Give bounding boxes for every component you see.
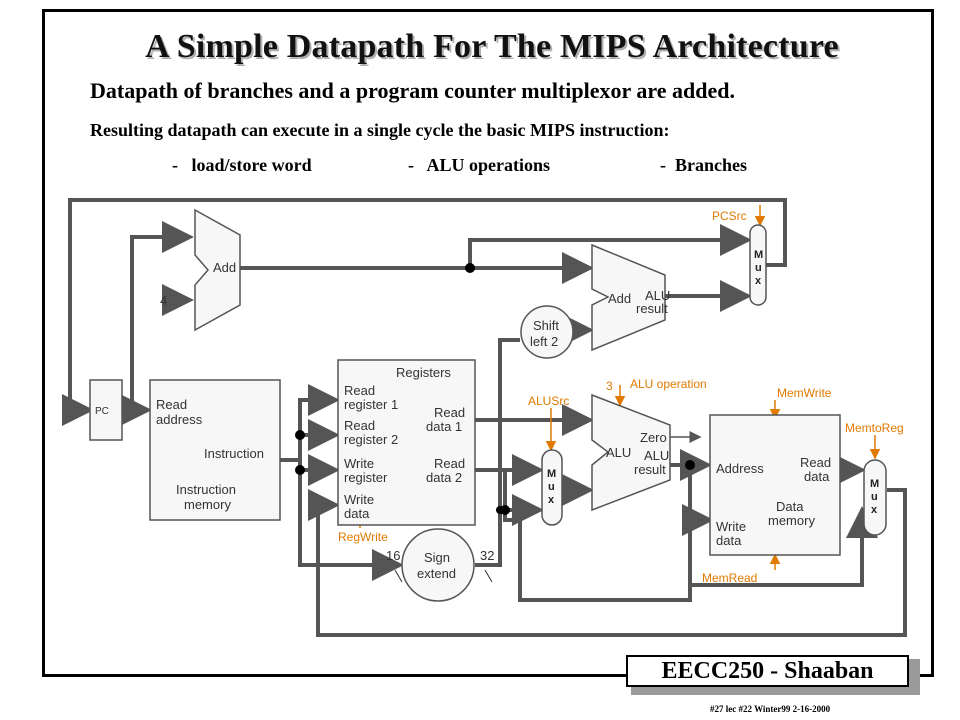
registers-title: Registers: [396, 365, 451, 380]
dm-address: Address: [716, 461, 764, 476]
read-register-2: Read register 2: [344, 418, 398, 447]
branch-adder-result: ALU result: [636, 288, 674, 316]
pc-mux-label: M u x: [754, 249, 766, 287]
alu-label: ALU: [606, 445, 631, 460]
im-instruction: Instruction: [204, 446, 264, 461]
shift-left-2: [520, 305, 574, 359]
alusrc-mux-label: M u x: [547, 468, 559, 506]
bus-width-32: 32: [480, 548, 494, 563]
memtoreg-mux: [863, 459, 887, 536]
pc-adder: [194, 208, 241, 332]
read-register-1: Read register 1: [344, 383, 398, 412]
sign-extend: [401, 528, 475, 602]
ctl-alusrc: ALUSrc: [528, 394, 569, 408]
read-data-2: Read data 2: [426, 456, 469, 485]
slide-footer: #27 lec #22 Winter99 2-16-2000: [710, 704, 831, 714]
ctl-regwrite: RegWrite: [338, 530, 388, 544]
ctl-memwrite: MemWrite: [777, 386, 832, 400]
dm-read-data: Read data: [800, 455, 835, 484]
instruction-memory: [149, 379, 281, 521]
read-data-1: Read data 1: [426, 405, 469, 434]
instruction-branches: - Branches: [660, 155, 747, 175]
ctl-alu-op-width: 3: [606, 379, 613, 393]
ctl-memtoreg: MemtoReg: [845, 421, 904, 435]
bus-width-16: 16: [386, 548, 400, 563]
dm-write-data: Write data: [716, 519, 750, 548]
ctl-pcsrc: PCSrc: [712, 209, 747, 223]
slide-frame: [42, 9, 934, 677]
memtoreg-mux-label: M u x: [870, 478, 882, 516]
sign-extend-label: Sign extend: [417, 550, 456, 581]
alu-zero: Zero: [640, 430, 667, 445]
im-read-address: Read address: [156, 397, 203, 427]
dm-title: Data memory: [768, 499, 815, 528]
pc-mux: [749, 224, 767, 306]
write-register: Write register: [344, 456, 388, 485]
instruction-alu: - ALU operations: [408, 155, 551, 175]
alu: [591, 393, 671, 512]
data-memory: [709, 414, 841, 556]
register-file: [337, 359, 476, 526]
branch-adder-add: Add: [608, 291, 631, 306]
im-title: Instruction memory: [176, 482, 240, 512]
shift-left-label: Shift left 2: [530, 318, 563, 349]
slide-description: Resulting datapath can execute in a sing…: [90, 120, 670, 140]
constant-four: 4: [160, 293, 167, 308]
slide-subtitle: Datapath of branches and a program count…: [90, 78, 735, 103]
pc-adder-label: Add: [213, 260, 236, 275]
write-data-reg: Write data: [344, 492, 378, 521]
alusrc-mux: [541, 449, 563, 526]
ctl-memread: MemRead: [702, 571, 757, 585]
course-badge: EECC250 - Shaaban: [626, 655, 909, 687]
slide-title: A Simple Datapath For The MIPS Architect…: [145, 28, 839, 65]
instruction-load-store: - load/store word: [172, 155, 312, 175]
pc-label: PC: [95, 406, 109, 417]
ctl-alu-operation: ALU operation: [630, 377, 707, 391]
bus-width-ticks: [394, 569, 493, 583]
pc-register: [89, 379, 123, 441]
alu-result: ALU result: [634, 448, 673, 477]
branch-adder: [591, 243, 666, 352]
junction-dots: [295, 263, 695, 515]
